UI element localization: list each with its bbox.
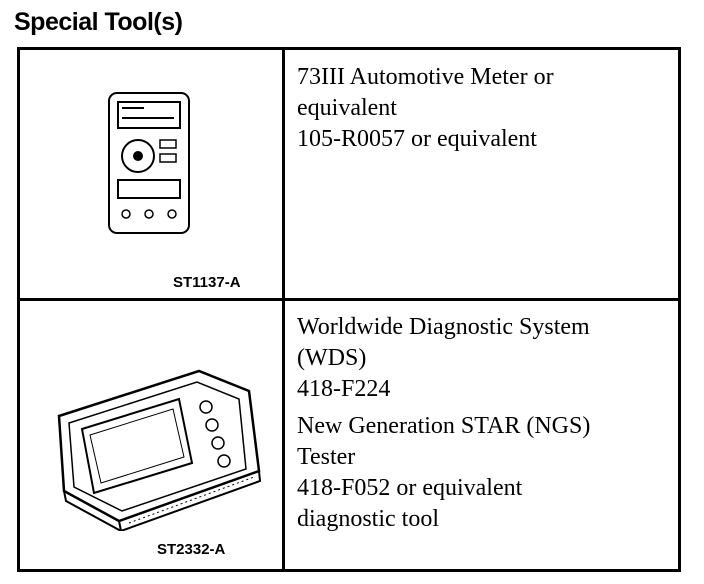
multimeter-icon [108,92,190,234]
description-line: 73III Automotive Meter or [297,64,554,90]
column-divider [282,50,285,569]
tool-code: ST1137-A [173,274,241,291]
description-line: equivalent [297,95,397,121]
description-line: Worldwide Diagnostic System [297,314,590,340]
diagnostic-tester-icon [57,369,262,531]
page-title: Special Tool(s) [14,8,183,36]
tool-image-cell-2: ST2332-A [20,301,282,572]
description-line: 418-F224 [297,376,391,402]
description-line: 418-F052 or equivalent [297,475,523,501]
tool-code: ST2332-A [157,541,226,558]
row-divider [20,298,678,301]
description-line: diagnostic tool [297,506,439,532]
tool-image-cell-1: ST1137-A [20,50,282,298]
description-line: (WDS) [297,345,367,371]
description-line: New Generation STAR (NGS) [297,413,591,439]
description-line: Tester [297,444,356,470]
tool-description-2: Worldwide Diagnostic System (WDS) 418-F2… [285,312,678,535]
description-line: 105-R0057 or equivalent [297,126,537,152]
special-tools-table: ST1137-A 73III Automotive Meter or equiv… [17,47,681,572]
tool-description-1: 73III Automotive Meter or equivalent 105… [285,62,678,155]
